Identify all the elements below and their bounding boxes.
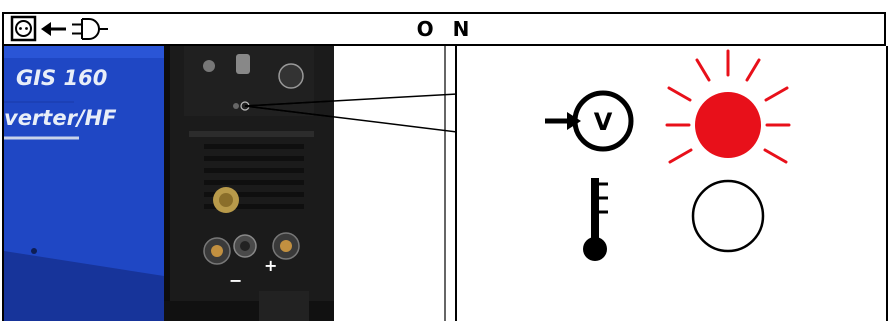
led-off-icon bbox=[693, 181, 763, 251]
header-title: O N bbox=[4, 14, 888, 44]
terminal-minus-label: − bbox=[229, 271, 242, 290]
voltage-symbol: V bbox=[594, 108, 613, 136]
voltage-input-icon: V bbox=[545, 93, 631, 149]
device-photo: − + GIS 160 verter/HF bbox=[2, 46, 455, 321]
indicator-panel: V bbox=[455, 46, 888, 321]
device-model-label: GIS 160 bbox=[16, 66, 107, 90]
thermometer-icon bbox=[583, 178, 608, 261]
device-type-label: verter/HF bbox=[4, 106, 117, 130]
header-bar: O N bbox=[2, 12, 886, 46]
terminal-plus-label: + bbox=[264, 256, 277, 275]
led-on-icon bbox=[667, 51, 789, 162]
